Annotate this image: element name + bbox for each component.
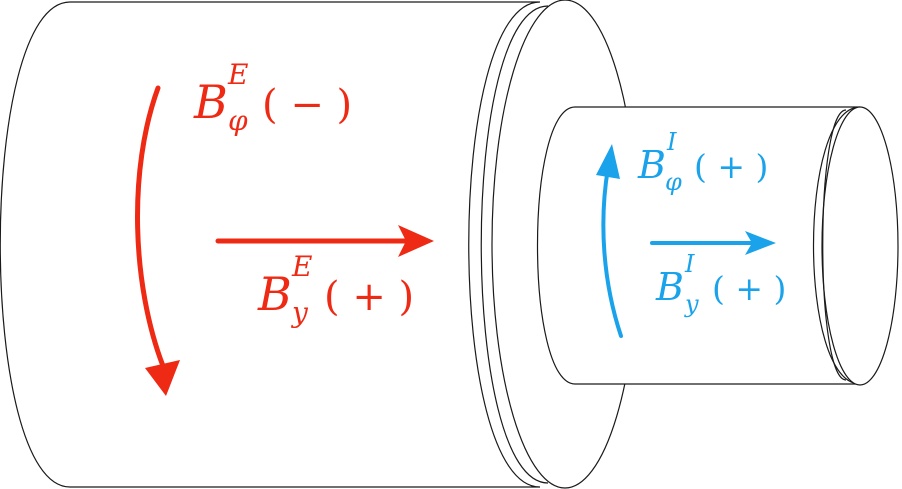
int-y-label-base: B [655, 265, 684, 309]
int-y-arrow-head [745, 231, 776, 255]
ext-phi-label: B E φ ( − ) [193, 58, 352, 137]
int-phi-arrow [596, 144, 623, 338]
ext-y-label-sup: E [291, 250, 312, 283]
int-y-label-sign: ( + ) [712, 269, 786, 308]
ext-phi-label-sub: φ [228, 104, 248, 137]
ext-phi-label-sup: E [227, 58, 248, 91]
ext-y-arrow [215, 225, 434, 257]
ext-phi-arrow-shaft [135, 85, 166, 369]
int-phi-label-base: B [637, 143, 666, 187]
outer-cylinder-rim-line [480, 5, 549, 484]
outer-cylinder-body [0, 1, 541, 488]
ext-y-label-base: B [257, 267, 292, 321]
ext-phi-label-sign: ( − ) [262, 82, 352, 128]
int-y-label: B I y ( + ) [655, 250, 786, 318]
inner-cylinder-end-ellipse [821, 106, 899, 386]
int-phi-label: B I φ ( + ) [637, 128, 768, 196]
ext-y-arrow-head [398, 225, 434, 257]
int-y-arrow [650, 231, 776, 255]
ext-y-label-sub: y [290, 296, 309, 329]
inner-cylinder-rim-line [822, 109, 847, 381]
int-y-label-sup: I [684, 250, 695, 278]
ext-y-label: B E y ( + ) [257, 250, 414, 329]
int-y-label-sub: y [684, 290, 699, 318]
int-phi-label-sup: I [666, 128, 677, 156]
ext-phi-arrow-head [145, 360, 180, 396]
int-phi-arrow-head [596, 144, 620, 179]
int-phi-label-sign: ( + ) [694, 147, 768, 186]
int-phi-label-sub: φ [665, 168, 682, 196]
ext-phi-label-base: B [193, 75, 228, 129]
ext-y-label-sign: ( + ) [324, 274, 414, 320]
int-phi-arrow-shaft [601, 166, 623, 338]
ext-phi-arrow [135, 85, 180, 396]
